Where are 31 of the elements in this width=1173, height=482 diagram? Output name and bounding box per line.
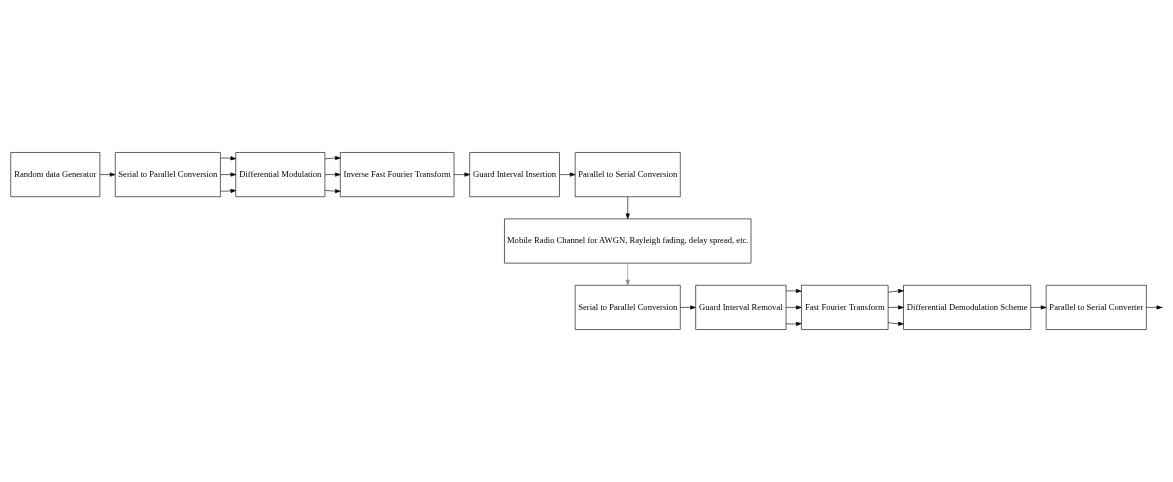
arrow: [453, 172, 470, 177]
node-box: Parallel to Serial Converter: [1045, 284, 1147, 330]
node-box: Differential Demodulation Scheme: [903, 284, 1032, 330]
arrow: [887, 305, 904, 310]
node-box: Fast Fourier Transform: [801, 284, 889, 330]
node-box: Serial to Parallel Conversion: [114, 152, 221, 198]
arrow: [785, 305, 802, 310]
node-box: Guard Interval Insertion: [469, 152, 560, 198]
node-box: Inverse Fast Fourier Transform: [340, 152, 455, 198]
arrow: [887, 289, 904, 294]
node-box: Serial to Parallel Conversion: [574, 284, 681, 330]
arrow: [887, 321, 904, 326]
arrow: [680, 305, 696, 310]
node-box: Random data Generator: [10, 152, 101, 198]
arrow: [785, 288, 802, 293]
arrow: [220, 156, 237, 161]
arrow: [324, 189, 341, 194]
arrow: [785, 321, 802, 326]
arrow: [220, 172, 237, 177]
node-box: Parallel to Serial Conversion: [574, 152, 681, 198]
arrow: [324, 156, 341, 161]
node-box: Differential Modulation: [235, 152, 326, 198]
arrow: [559, 172, 576, 177]
arrow: [1030, 305, 1047, 310]
arrow: [625, 196, 630, 219]
arrow: [99, 172, 116, 177]
arrow: [324, 172, 341, 177]
arrow: [625, 262, 630, 286]
node-box: Mobile Radio Channel for AWGN, Rayleigh fading, delay spread, etc.: [504, 218, 752, 264]
node-box: Guard Interval Removal: [695, 284, 787, 330]
arrow: [220, 188, 237, 193]
